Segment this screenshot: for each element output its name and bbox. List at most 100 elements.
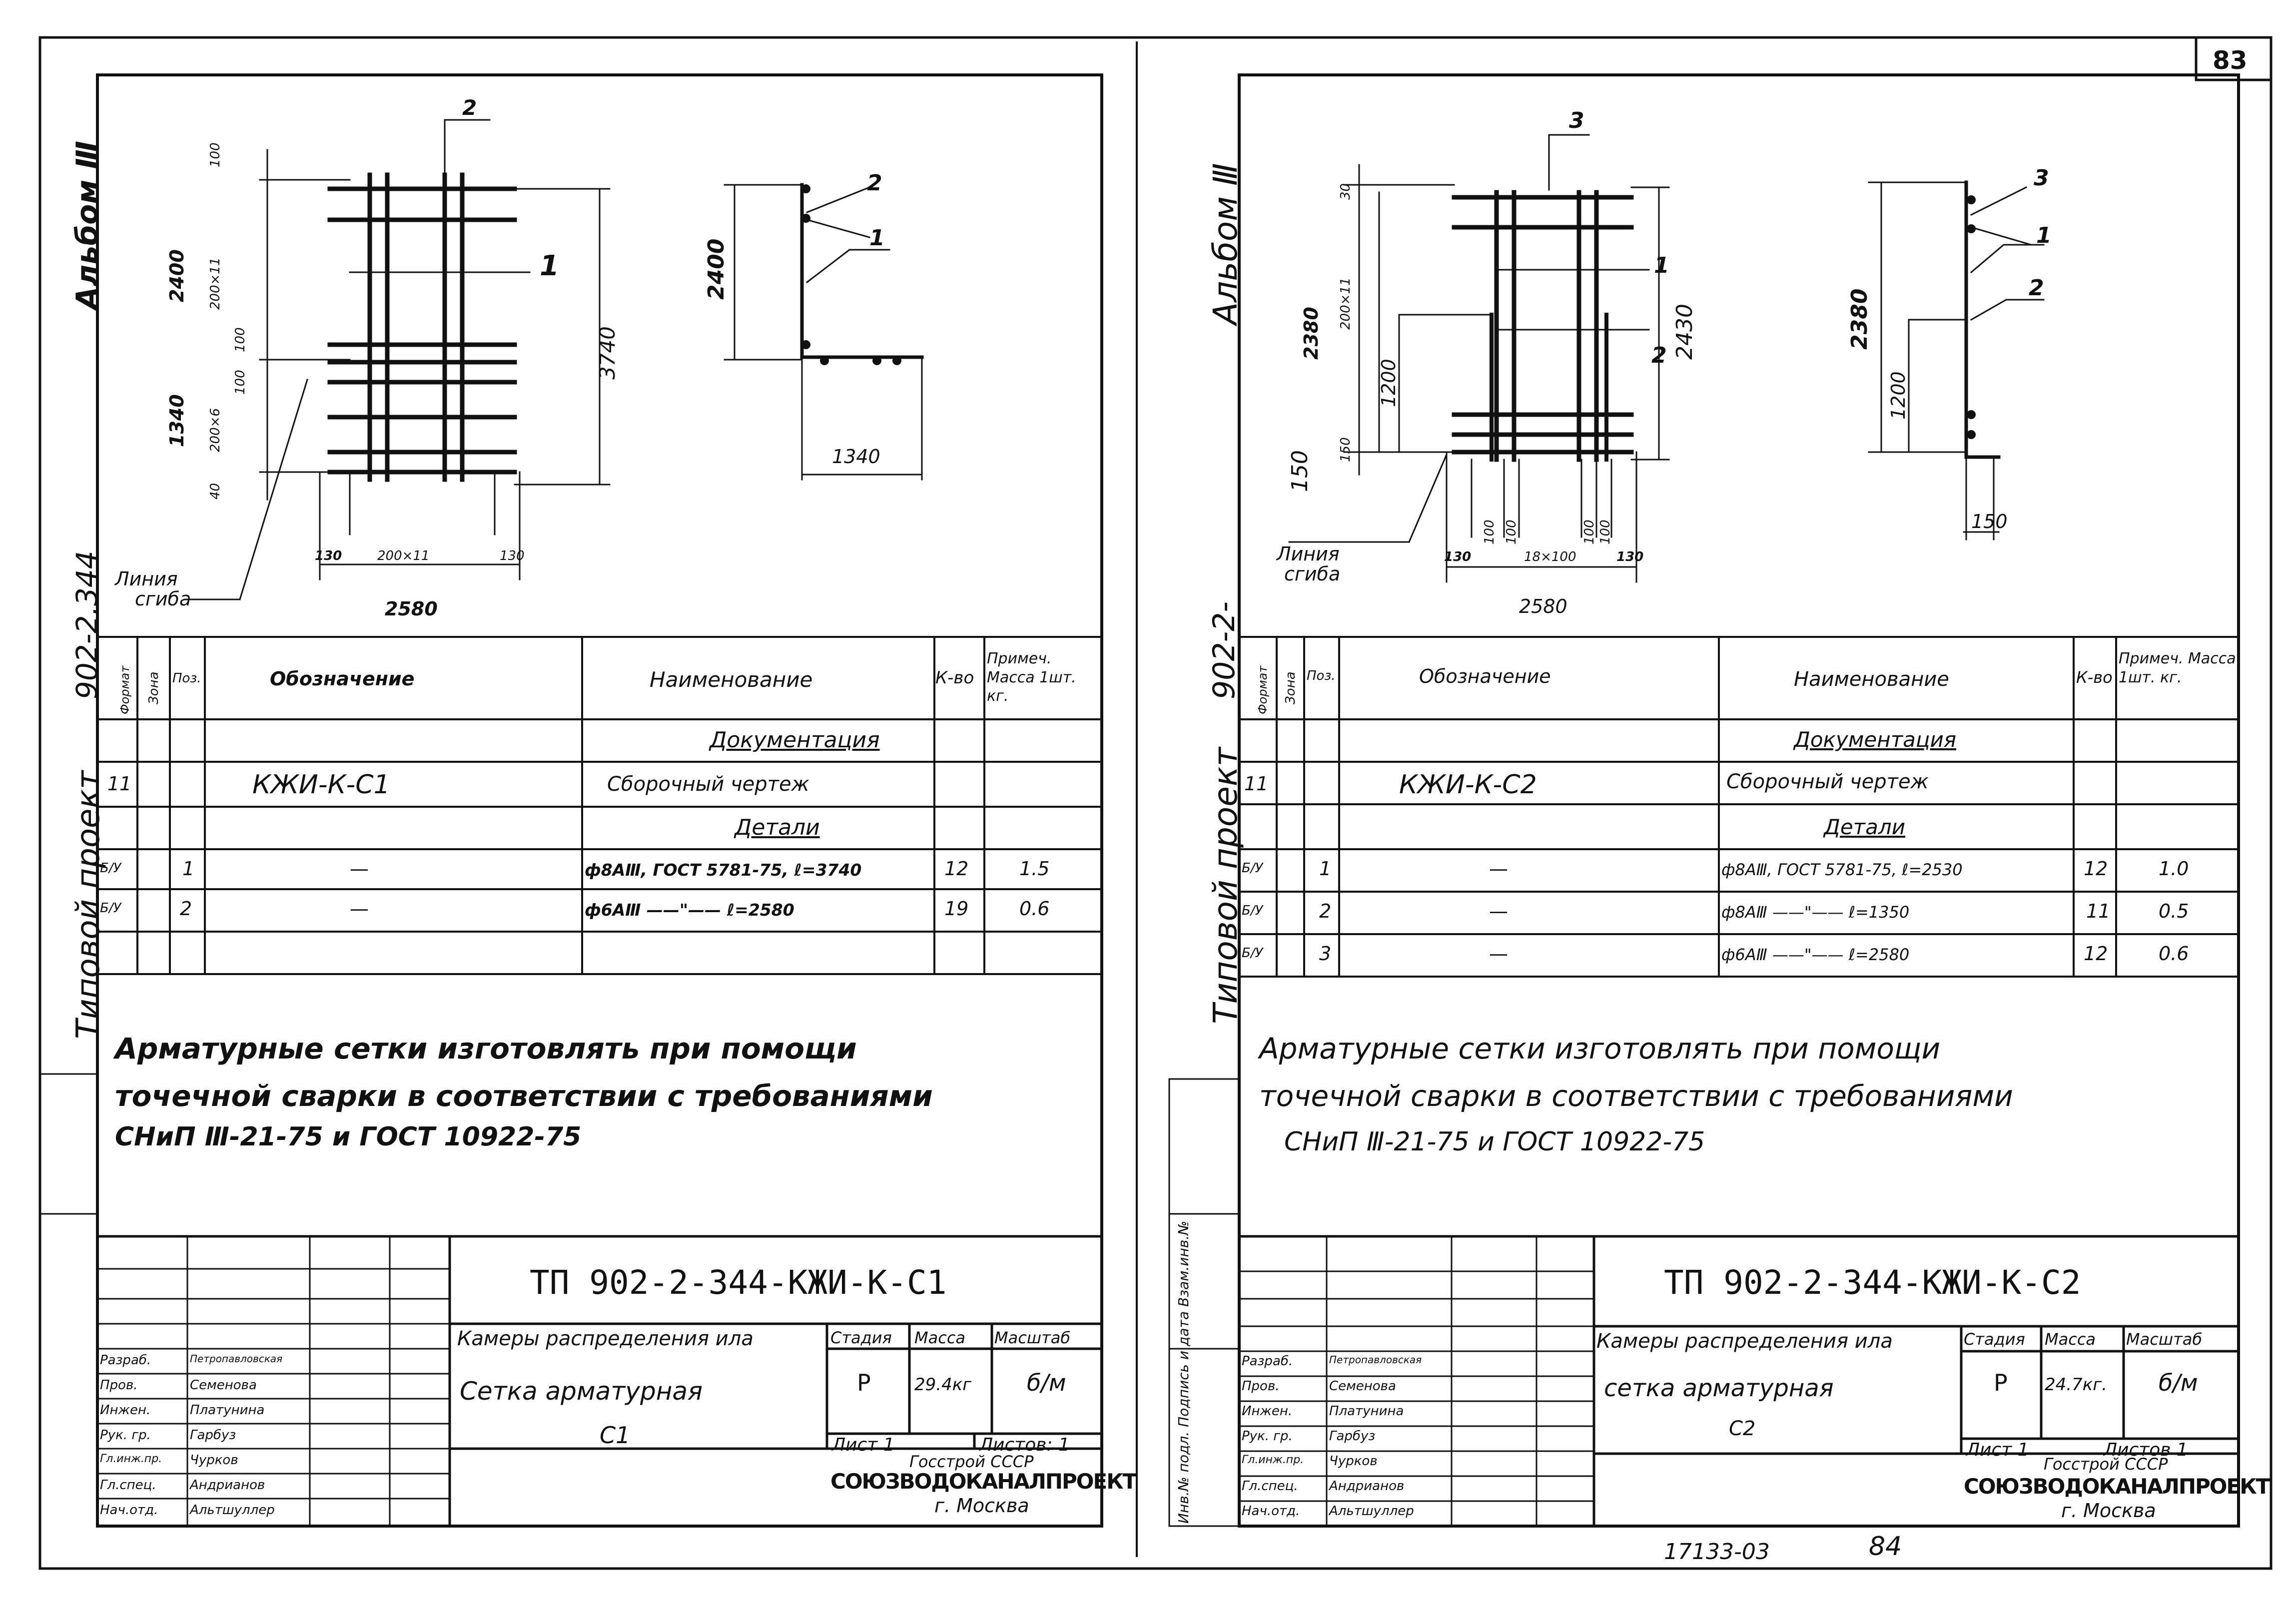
left-name-5: Андрианов — [190, 1478, 265, 1493]
right-spec-r4-mass: 0.6 — [2159, 943, 2189, 965]
right-main-frame — [1238, 73, 2240, 1528]
left-name-4: Чурков — [190, 1453, 238, 1468]
right-org-3: г. Москва — [2061, 1500, 2156, 1522]
left-spec-h-qty: К-во — [935, 668, 974, 688]
left-spec-h-format: Формат — [118, 665, 132, 714]
right-dim-130-right: 130 — [1616, 549, 1644, 564]
left-role-0: Разраб. — [100, 1353, 151, 1368]
left-spec-det-section: Детали — [735, 815, 820, 840]
right-spec-h-note: Примеч. Масса 1шт. кг. — [2119, 650, 2236, 686]
left-name-0: Петропавловская — [190, 1353, 283, 1365]
left-spec-h-zone: Зона — [146, 671, 161, 704]
right-spec-r1-name: Сборочный чертеж — [1726, 770, 1929, 793]
right-spec-r1-designation: КЖИ-К-С2 — [1399, 770, 1537, 800]
left-bend-line-label-2: сгиба — [135, 588, 191, 610]
left-spec-r3-format: Б/У — [100, 901, 121, 916]
right-spec-r2-designation: — — [1489, 858, 1508, 880]
left-side-dim-1340: 1340 — [832, 446, 880, 468]
right-dim-100b: 100 — [1504, 520, 1519, 544]
right-spec-h-format: Формат — [1256, 665, 1270, 714]
right-dim-150: 150 — [1338, 437, 1353, 462]
left-stage-header: Стадия — [830, 1328, 892, 1347]
left-side-dim-2400: 2400 — [704, 238, 729, 300]
left-org-1: Госстрой СССР — [909, 1452, 1034, 1471]
right-side-stamp: Инв.№ подл. Подпись и дата Взам.инв.№ — [1175, 1220, 1192, 1524]
left-side-strip — [39, 1073, 98, 1215]
left-spec-r2-qty: 12 — [944, 858, 969, 880]
right-dim-18x100: 18×100 — [1524, 549, 1576, 564]
left-object-name: Камеры распределения ила — [457, 1327, 754, 1350]
left-sheet-sub: С1 — [600, 1422, 631, 1449]
right-role-1: Пров. — [1242, 1379, 1280, 1394]
right-spec-doc-section: Документация — [1794, 727, 1957, 752]
left-side-callout-2: 2 — [867, 170, 882, 196]
left-dim-200x11: 200×11 — [208, 257, 223, 310]
right-mesh — [1452, 190, 1634, 462]
right-dim-200x11: 200×11 — [1338, 277, 1353, 330]
left-role-4: Гл.инж.пр. — [100, 1453, 162, 1465]
right-spec-h-qty: К-во — [2076, 668, 2113, 687]
right-spec-r2-mass: 1.0 — [2159, 858, 2189, 880]
left-org-3: г. Москва — [934, 1495, 1029, 1517]
right-bend-line-label: Линия — [1277, 543, 1340, 565]
left-mass-value: 29.4кг — [914, 1375, 972, 1395]
left-spec-r3-name: ф6АⅢ ——"—— ℓ=2580 — [585, 900, 794, 920]
left-project-number: 902-2.344 — [70, 550, 104, 699]
right-note-line-2: точечной сварки в соответствии с требова… — [1259, 1079, 2013, 1113]
right-role-0: Разраб. — [1242, 1354, 1293, 1369]
right-spec-r4-qty: 12 — [2084, 943, 2108, 965]
left-name-3: Гарбуз — [190, 1428, 236, 1443]
right-spec-det-section: Детали — [1824, 815, 1905, 839]
right-dim-100a: 100 — [1482, 520, 1497, 544]
left-scale-header: Масштаб — [994, 1328, 1071, 1347]
right-dim-2380: 2380 — [1300, 307, 1322, 360]
right-dim-2430: 2430 — [1672, 304, 1697, 360]
right-scale-header: Масштаб — [2126, 1330, 2203, 1349]
left-stage-value: Р — [857, 1369, 871, 1396]
left-dim-130-left: 130 — [315, 548, 342, 563]
right-note-line-3: СНиП Ⅲ-21-75 и ГОСТ 10922-75 — [1284, 1127, 1705, 1157]
left-dim-100: 100 — [208, 142, 223, 167]
right-stage-header: Стадия — [1964, 1330, 2025, 1349]
right-album-label: Альбом Ⅲ — [1206, 163, 1245, 325]
right-dim-2580: 2580 — [1519, 595, 1567, 617]
right-role-2: Инжен. — [1242, 1404, 1293, 1419]
right-drawing-code: ТП 902-2-344-КЖИ-К-С2 — [1664, 1263, 2081, 1302]
right-callout-2: 2 — [1651, 343, 1667, 368]
right-side-strip — [1168, 1078, 1240, 1527]
right-spec-r3-format: Б/У — [1242, 903, 1263, 918]
left-dim-100b: 100 — [233, 327, 248, 352]
left-spec-h-note: Примеч. Масса 1шт. кг. — [987, 650, 1076, 705]
right-dim-100d: 100 — [1598, 520, 1613, 544]
left-side-profile — [800, 183, 924, 359]
right-spec-h-designation: Обозначение — [1419, 665, 1551, 687]
right-spec-r3-pos: 2 — [1319, 900, 1332, 922]
left-role-1: Пров. — [100, 1378, 138, 1393]
right-side-callout-2: 2 — [2029, 275, 2044, 301]
right-callout-1: 1 — [1654, 253, 1669, 278]
left-dim-100c: 100 — [233, 370, 248, 395]
left-mesh-dims — [184, 119, 611, 600]
left-dim-2580: 2580 — [385, 598, 438, 620]
right-spec-r3-mass: 0.5 — [2159, 900, 2189, 922]
left-album-label: Альбом Ⅲ — [70, 140, 105, 310]
left-name-1: Семенова — [190, 1378, 257, 1393]
left-dim-2400: 2400 — [166, 249, 188, 302]
left-dim-200x11-h: 200×11 — [377, 548, 430, 563]
left-role-5: Гл.спец. — [100, 1478, 156, 1493]
left-bend-line-label: Линия — [115, 568, 178, 590]
left-spec-r2-pos: 1 — [182, 858, 195, 880]
right-spec-r2-qty: 12 — [2084, 858, 2108, 880]
left-dim-130-right: 130 — [500, 548, 525, 563]
right-spec-table — [1238, 636, 2240, 978]
left-spec-r1-format: 11 — [107, 773, 132, 795]
right-bend-line-label-2: сгиба — [1284, 563, 1341, 585]
left-spec-h-pos: Поз. — [172, 671, 201, 686]
right-spec-h-zone: Зона — [1283, 671, 1298, 704]
right-spec-r4-designation: — — [1489, 943, 1508, 965]
right-dim-130-left: 130 — [1444, 549, 1472, 564]
left-dim-1340: 1340 — [166, 394, 188, 447]
left-scale-value: б/м — [1027, 1369, 1066, 1396]
left-spec-h-designation: Обозначение — [270, 668, 415, 690]
bottom-page-number: 84 — [1869, 1532, 1902, 1562]
